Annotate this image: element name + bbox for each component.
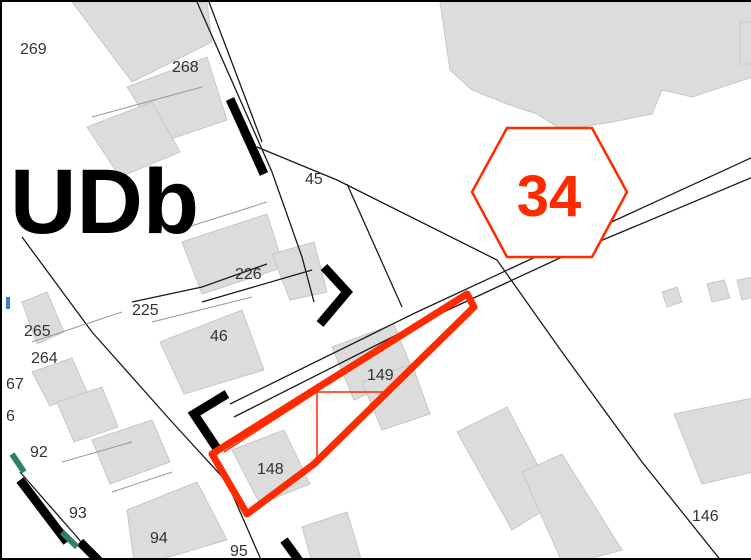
- building: [301, 511, 362, 558]
- parcel-label: 67: [6, 376, 24, 393]
- building: [56, 386, 119, 443]
- parcel-label: 94: [150, 530, 168, 547]
- green-boundary: [9, 452, 80, 550]
- parcel-label: 149: [367, 367, 394, 384]
- building: [361, 363, 431, 431]
- hexagon-badge-shape: [470, 126, 629, 259]
- buildings: [21, 2, 751, 558]
- highlighted-parcel[interactable]: [208, 290, 478, 518]
- cadastral-lines: [19, 2, 751, 558]
- zone-boundary: [16, 97, 353, 558]
- parcel-boundaries: [31, 86, 268, 493]
- parcel-label: 225: [132, 302, 159, 319]
- parcel-label: 6: [6, 408, 15, 425]
- parcel-label: 92: [30, 444, 48, 461]
- sector-badge-label: 34: [517, 164, 582, 229]
- parcel-label: 146: [692, 508, 719, 525]
- parcel-label: 45: [305, 171, 323, 188]
- zone-label: UDb: [10, 151, 199, 253]
- building: [21, 291, 65, 345]
- blue-edge-mark: [6, 297, 10, 309]
- building: [521, 453, 623, 558]
- parcel-labels: 269 268 45 226 225 265 46 264 67 149 6 9…: [6, 41, 719, 560]
- parcel-label: 265: [24, 323, 51, 340]
- building: [86, 101, 181, 178]
- building: [673, 397, 751, 485]
- parcel-label: 148: [257, 461, 284, 478]
- building: [661, 286, 683, 308]
- sector-badge[interactable]: 34: [470, 126, 629, 259]
- parcel-label: 269: [20, 41, 47, 58]
- building: [736, 276, 751, 301]
- parcel-label: 93: [69, 505, 87, 522]
- parcel-label: 264: [31, 350, 58, 367]
- building: [739, 21, 751, 65]
- parcel-label: 268: [172, 59, 199, 76]
- building: [439, 2, 751, 131]
- parcel-label: 46: [210, 328, 228, 345]
- building: [159, 309, 265, 395]
- building: [71, 2, 213, 83]
- building: [271, 241, 328, 301]
- building: [91, 419, 171, 485]
- parcel-label: 95: [230, 543, 248, 560]
- building: [706, 279, 731, 303]
- parcel-label: 226: [235, 266, 262, 283]
- building: [126, 481, 228, 558]
